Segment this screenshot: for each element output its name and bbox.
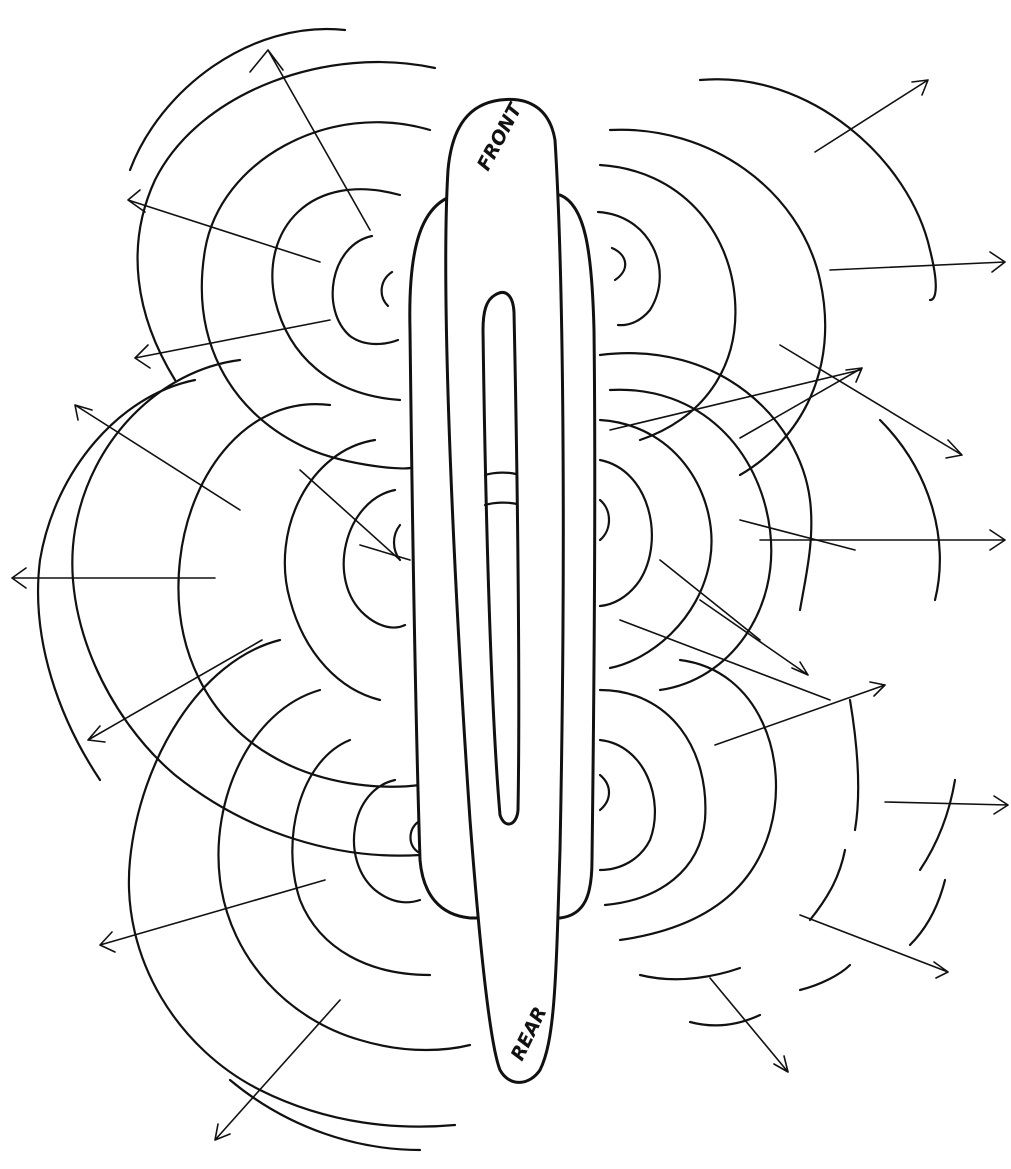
wavefront-right-top-3 — [610, 130, 825, 475]
central-body — [410, 99, 595, 1082]
arrow-right-stub-4 — [620, 620, 830, 700]
arrow-left-5 — [12, 568, 215, 588]
wavefront-right-bot-3 — [620, 660, 776, 940]
wavefront-right-top-1 — [598, 212, 660, 325]
wavefront-right-bot-10 — [910, 880, 945, 945]
wavefront-left-mid-3 — [178, 404, 420, 787]
wavefront-right-bot-1 — [600, 740, 655, 870]
arrow-right-stub-3 — [610, 370, 860, 430]
wavefront-right-bot-9 — [920, 780, 955, 870]
left-wave-fronts — [38, 29, 470, 1150]
wavefront-right-mid-4 — [600, 353, 811, 610]
wavefront-right-bot-5 — [640, 968, 740, 979]
arrow-right-stub-1 — [740, 520, 855, 550]
arrow-left-8 — [215, 1000, 340, 1140]
wavefront-left-top-1 — [333, 236, 398, 344]
right-wave-fronts — [598, 79, 955, 1025]
wavefront-left-top-3 — [202, 122, 430, 468]
wavefront-left-bot-0 — [411, 822, 419, 852]
wavefront-right-bot-8 — [810, 850, 845, 920]
arrow-right-6 — [700, 600, 808, 675]
wavefront-right-mid-1 — [600, 460, 652, 606]
arrow-right-2 — [830, 252, 1005, 272]
arrow-left-stub-1 — [300, 470, 400, 560]
wavefront-left-mid-2 — [285, 440, 380, 700]
wavefront-right-bot-0 — [600, 775, 609, 810]
wavefront-right-bot-6 — [690, 1015, 760, 1025]
wavefront-right-mid-0 — [600, 500, 609, 540]
arrow-right-stub-2 — [660, 560, 760, 640]
wavefront-right-top-0 — [612, 248, 625, 280]
arrow-right-8 — [885, 796, 1008, 814]
wavefront-left-top-5 — [130, 29, 345, 170]
arrow-right-5 — [760, 530, 1005, 550]
wavefront-right-bot-4 — [850, 700, 858, 830]
arrow-left-7 — [100, 880, 325, 952]
wavefront-left-mid-4 — [72, 360, 420, 856]
wavefront-right-top-2 — [600, 165, 735, 440]
wavefront-left-mid-5 — [38, 380, 195, 780]
wavefront-left-mid-1 — [344, 490, 405, 628]
wavefront-left-top-0 — [382, 272, 392, 306]
wavefront-right-mid-5 — [880, 420, 940, 600]
wavefront-right-bot-7 — [800, 965, 850, 990]
wavefront-right-mid-2 — [600, 420, 712, 668]
